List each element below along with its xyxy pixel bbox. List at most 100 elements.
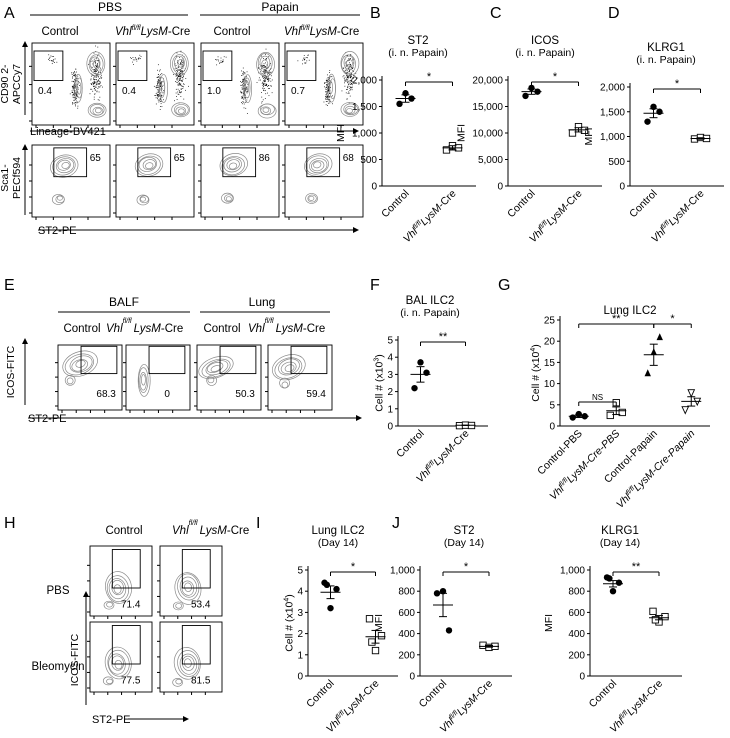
event-dot: [351, 86, 353, 88]
event-dot: [344, 85, 346, 87]
event-dot: [182, 75, 184, 77]
event-dot: [344, 79, 346, 81]
event-dot: [263, 70, 264, 72]
event-dot: [98, 91, 100, 93]
event-dot: [262, 72, 264, 74]
chart-title: ST2: [407, 35, 428, 47]
y-tick-label: 2: [297, 629, 303, 640]
event-dot: [324, 83, 325, 84]
event-dot: [240, 90, 242, 92]
event-dot: [91, 84, 92, 86]
event-dot: [347, 76, 349, 78]
event-dot: [326, 78, 328, 80]
contour-line: [328, 81, 333, 94]
event-dot: [73, 73, 75, 75]
gate: [306, 147, 341, 178]
event-dot: [157, 82, 159, 84]
event-dot: [157, 95, 159, 97]
event-dot: [74, 85, 76, 86]
y-axis-label: MFI: [373, 614, 385, 632]
event-dot: [93, 78, 95, 80]
contour-line: [108, 578, 127, 600]
contour-line: [55, 158, 75, 174]
event-dot: [179, 69, 181, 71]
event-dot: [342, 76, 344, 78]
event-dot: [346, 75, 348, 76]
event-dot: [97, 76, 99, 78]
event-dot: [180, 96, 182, 97]
contour-line: [201, 358, 231, 378]
x-category-label: Control: [379, 188, 411, 220]
event-dot: [303, 59, 305, 60]
event-dot: [91, 88, 93, 90]
panel-letter: D: [608, 5, 620, 22]
event-dot: [266, 72, 268, 73]
event-dot: [303, 55, 305, 56]
event-dot: [263, 84, 265, 86]
event-dot: [74, 73, 76, 75]
contour-line: [159, 74, 169, 103]
event-dot: [71, 72, 72, 74]
event-dot: [180, 88, 182, 90]
event-dot: [346, 75, 348, 77]
significance-label: *: [464, 561, 469, 573]
event-dot: [258, 67, 260, 69]
event-dot: [158, 101, 160, 103]
event-dot: [177, 70, 179, 71]
plot-frame: [284, 42, 364, 126]
event-dot: [355, 72, 357, 74]
contour-line: [228, 162, 238, 170]
event-dot: [347, 75, 349, 77]
column-label: Control: [63, 323, 100, 335]
contour-line: [174, 55, 185, 70]
event-dot: [263, 65, 265, 67]
event-dot: [348, 84, 350, 86]
series-0: [320, 579, 341, 612]
gate: [181, 549, 211, 589]
contour-line: [92, 106, 104, 116]
contour-line: [66, 377, 74, 385]
event-dot: [71, 85, 73, 87]
y-tick-label: 400: [568, 629, 585, 640]
event-dot: [350, 79, 352, 81]
series-1: [365, 615, 386, 655]
event-dot: [347, 87, 349, 89]
event-dot: [74, 81, 76, 83]
event-dot: [261, 65, 262, 67]
event-dot: [264, 83, 266, 85]
event-dot: [180, 88, 182, 90]
event-dot: [350, 69, 352, 71]
contour-line: [111, 655, 124, 671]
event-dot: [242, 84, 243, 86]
event-dot: [242, 72, 244, 74]
contour-line: [136, 194, 150, 206]
event-dot: [323, 101, 325, 103]
chart-d: KLRG1(i. n. Papain)05001,0001,5002,000MF…: [583, 42, 724, 245]
event-dot: [265, 58, 267, 60]
event-dot: [49, 56, 51, 58]
event-dot: [348, 71, 350, 73]
event-dot: [156, 93, 158, 95]
event-dot: [270, 85, 272, 86]
row-label: Bleomycin: [31, 661, 84, 673]
event-dot: [308, 59, 310, 61]
gate: [137, 147, 172, 178]
event-dot: [246, 113, 248, 114]
event-dot: [159, 98, 161, 99]
significance-label: *: [427, 71, 432, 83]
event-dot: [267, 88, 269, 89]
event-dot: [349, 82, 351, 84]
data-point: [656, 108, 663, 115]
gate-percentage: 53.4: [191, 600, 211, 611]
event-dot: [96, 68, 98, 70]
event-dot: [162, 99, 164, 101]
event-dot: [176, 52, 178, 54]
event-dot: [49, 59, 51, 61]
event-dot: [180, 78, 182, 80]
series-2: [643, 333, 664, 377]
event-dot: [99, 81, 101, 83]
event-dot: [350, 63, 352, 65]
event-dot: [73, 75, 75, 77]
data-point: [333, 585, 340, 593]
series-1: [479, 641, 499, 652]
